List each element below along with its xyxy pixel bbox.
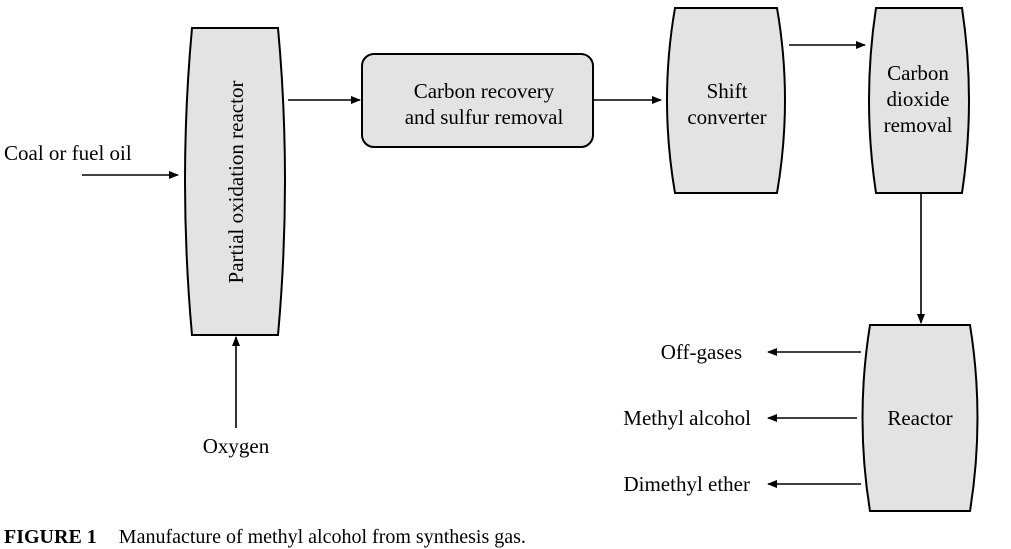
shift-converter-label-line2: converter [687, 105, 766, 129]
co2-removal-label-line3: removal [884, 113, 953, 137]
figure-caption: FIGURE 1 Manufacture of methyl alcohol fr… [4, 526, 526, 549]
figure-label: FIGURE 1 [4, 526, 97, 548]
carbon-recovery-label-line1: Carbon recovery [414, 79, 555, 103]
carbon-recovery-label-line2: and sulfur removal [405, 105, 564, 129]
reactor-label: Reactor [887, 406, 952, 430]
co2-removal-label-line2: dioxide [887, 87, 950, 111]
oxygen-label: Oxygen [203, 434, 270, 458]
process-flow-diagram: Partial oxidation reactor Carbon recover… [4, 7, 979, 512]
co2-removal-unit: Carbon dioxide removal [868, 7, 970, 194]
methyl-alcohol-label: Methyl alcohol [623, 406, 751, 430]
partial-oxidation-reactor-label: Partial oxidation reactor [224, 81, 248, 284]
figure-caption-text: Manufacture of methyl alcohol from synth… [118, 526, 526, 548]
off-gases-label: Off-gases [661, 340, 742, 364]
dimethyl-ether-label: Dimethyl ether [623, 472, 750, 496]
carbon-recovery-unit: Carbon recovery and sulfur removal [361, 53, 594, 148]
co2-removal-label-line1: Carbon [887, 61, 949, 85]
partial-oxidation-reactor: Partial oxidation reactor [184, 27, 286, 336]
shift-converter-label-line1: Shift [707, 79, 748, 103]
methanol-reactor: Reactor [861, 324, 979, 512]
shift-converter: Shift converter [666, 7, 786, 194]
feed-label: Coal or fuel oil [4, 141, 132, 165]
